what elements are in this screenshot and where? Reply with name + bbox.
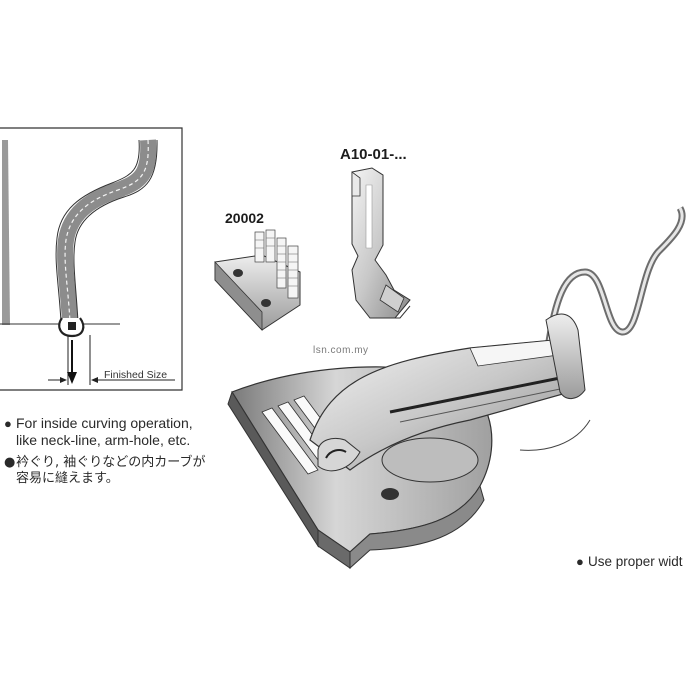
note-english-line1: For inside curving operation, xyxy=(16,415,193,431)
curve-diagram xyxy=(0,127,183,391)
part-number-presser-foot: A10-01-... xyxy=(340,146,407,163)
note-width: ● Use proper widt xyxy=(576,554,683,570)
binder-attachment-illustration xyxy=(227,313,591,570)
presser-foot-illustration xyxy=(351,167,411,319)
note-english-line2: like neck-line, arm-hole, etc. xyxy=(16,432,191,448)
finished-size-label: Finished Size xyxy=(104,369,168,381)
note-japanese-line2: 容易に縫えます。 xyxy=(16,471,119,486)
note-width-text: Use proper widt xyxy=(588,554,683,569)
part-number-feed-dog: 20002 xyxy=(225,210,264,226)
fabric-edge xyxy=(2,140,10,325)
note-japanese-line1: 衿ぐり, 袖ぐりなどの内カーブが xyxy=(16,455,206,470)
note-japanese: ●衿ぐり, 袖ぐりなどの内カーブが 容易に縫えます。 xyxy=(4,455,206,487)
watermark-text: lsn.com.my xyxy=(313,345,369,356)
bullet-icon: ● xyxy=(576,554,584,569)
bullet-icon: ● xyxy=(4,455,16,470)
tape-strip xyxy=(544,206,686,349)
feed-dog-illustration xyxy=(214,229,301,332)
note-english: ● For inside curving operation, like neck… xyxy=(4,415,193,448)
bullet-icon: ● xyxy=(4,416,12,431)
